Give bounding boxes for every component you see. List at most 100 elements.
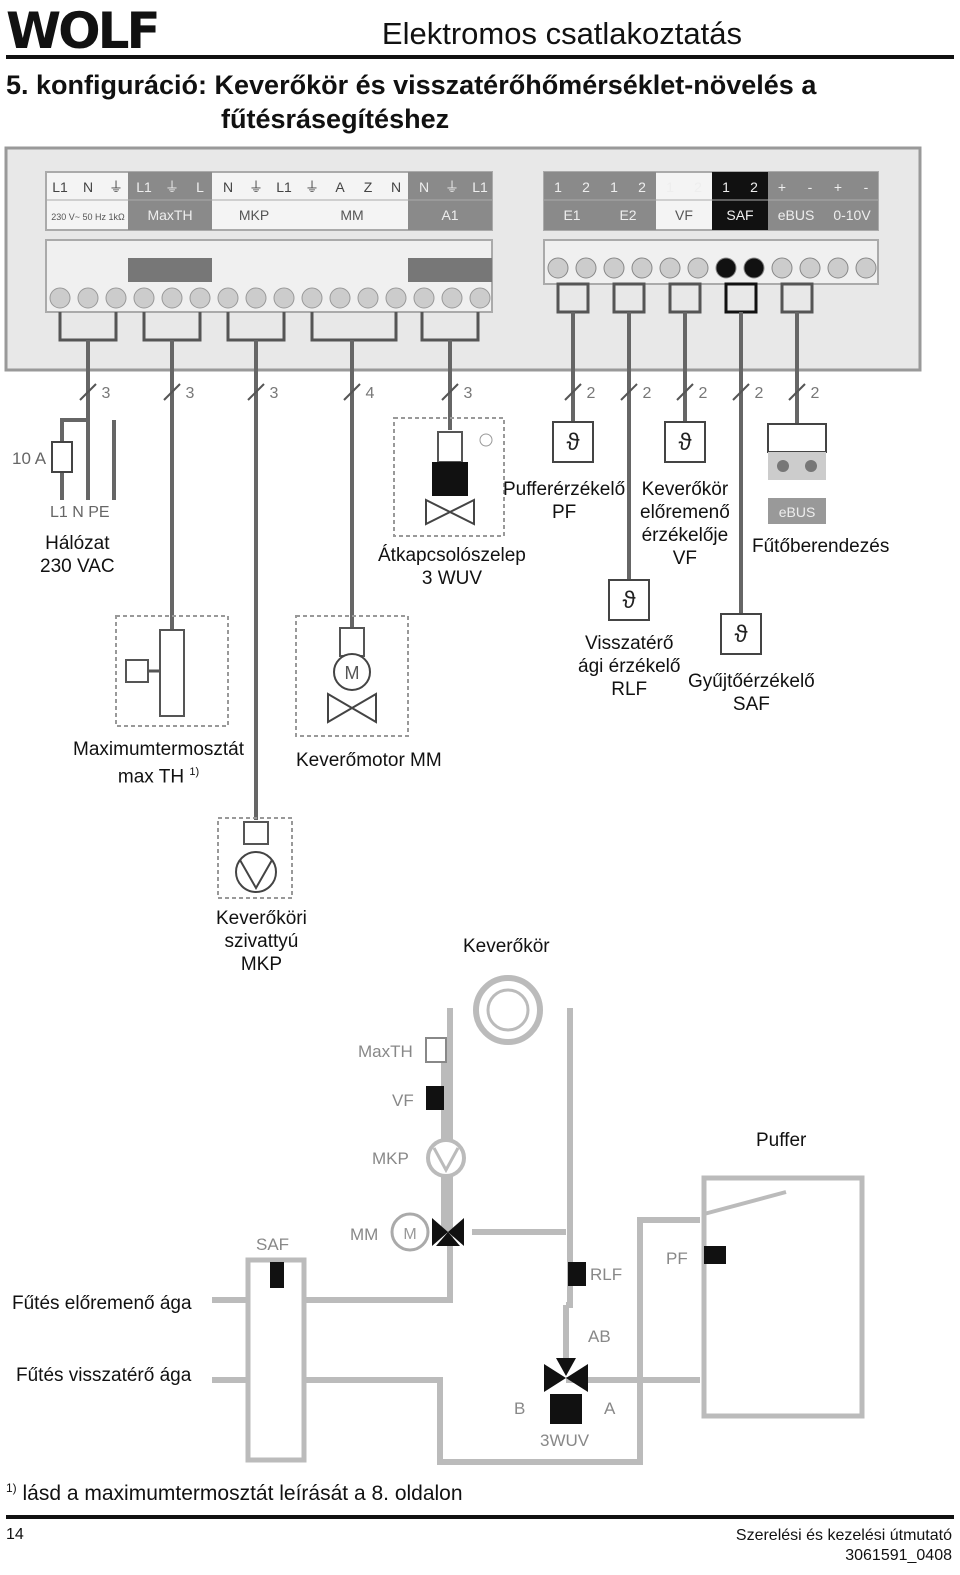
return-pipe-label: Fűtés visszatérő ága <box>16 1365 192 1386</box>
section-title: 5. konfiguráció: Keverőkör és visszatérő… <box>6 68 816 136</box>
valve-label: Átkapcsolószelep 3 WUV <box>378 544 526 590</box>
footnote: 1) lásd a maximumtermosztát leírását a 8… <box>6 1474 463 1508</box>
right-screws <box>547 257 877 279</box>
max-thermostat-label-line1: Maximumtermosztát <box>73 739 245 760</box>
terminal-screw <box>301 287 323 309</box>
max-thermostat-label-line2: max TH <box>117 766 185 788</box>
sensor-terminal-block <box>543 171 879 285</box>
flow-sensor-icon: ϑ <box>664 421 706 463</box>
flow-sensor-label-line3: érzékelője <box>641 525 729 546</box>
pump-label-line1: Keverőköri <box>216 908 307 929</box>
footnote-text: lásd a maximumtermosztát leírását a 8. o… <box>22 1482 463 1505</box>
flow-pipe-label: Fűtés előremenő ága <box>12 1293 192 1314</box>
terminal-screw <box>575 257 597 279</box>
hydraulic-pipes <box>212 1008 700 1465</box>
hyd-saf-label: SAF <box>256 1235 289 1254</box>
terminal-label: 2 <box>694 179 702 195</box>
wire-count-label: 4 <box>366 385 375 402</box>
page-title: Elektromos csatlakoztatás <box>381 16 742 51</box>
vf-sensor <box>426 1086 444 1110</box>
terminal-group-label: 0-10V <box>833 207 871 223</box>
max-thermostat-note: 1) <box>189 766 200 778</box>
svg-text:M: M <box>403 1226 416 1243</box>
wire-count-label: 2 <box>587 385 596 402</box>
svg-text:M: M <box>345 663 360 683</box>
terminal-screw <box>469 287 491 309</box>
mains-label-line1: Hálózat <box>45 533 110 554</box>
page-number: 14 <box>6 1526 24 1543</box>
return-sensor-label-line3: RLF <box>611 679 648 700</box>
wire-count-label: 3 <box>464 385 473 402</box>
mains-label-line2: 230 VAC <box>40 556 115 577</box>
wire-tick <box>620 383 638 401</box>
mixer-valve-icon: M <box>390 1212 464 1252</box>
terminal-screw <box>329 287 351 309</box>
terminal-screw <box>715 257 737 279</box>
wolf-logo: WOLF <box>6 2 161 60</box>
hyd-mkp-label: MKP <box>372 1149 409 1168</box>
terminal-group-label: MKP <box>239 207 269 223</box>
terminal-label: L1 <box>136 179 152 195</box>
terminal-screw <box>49 287 71 309</box>
section-title-line1: 5. konfiguráció: Keverőkör és visszatérő… <box>6 70 817 100</box>
terminal-label: 1 <box>610 179 618 195</box>
terminal-label: 1 <box>666 179 674 195</box>
fuse-label: 10 A <box>12 449 47 468</box>
collector-sensor-label-line2: SAF <box>732 694 770 715</box>
wire-tick <box>163 383 181 401</box>
terminal-group-label: MaxTH <box>147 207 192 223</box>
wire-count-label: 2 <box>643 385 652 402</box>
terminal-screw <box>659 257 681 279</box>
terminal-group-label: eBUS <box>778 207 815 223</box>
left-screws <box>49 287 491 309</box>
terminal-label: - <box>808 179 813 195</box>
header-rule <box>6 55 954 59</box>
hyd-wuv-label: 3WUV <box>540 1431 590 1450</box>
terminal-screw <box>217 287 239 309</box>
hyd-pf-label: PF <box>666 1249 688 1268</box>
terminal-label: 2 <box>638 179 646 195</box>
flow-sensor-label-line4: VF <box>672 548 698 569</box>
wire-count-label: 2 <box>755 385 764 402</box>
terminal-screw <box>413 287 435 309</box>
terminal-label: N <box>223 179 233 195</box>
wire-tick <box>788 383 806 401</box>
terminal-label: ⏚ <box>165 179 179 195</box>
footer-doc-title: Szerelési és kezelési útmutató <box>735 1527 952 1544</box>
buffer-label: Puffer <box>756 1130 807 1151</box>
terminal-label: A <box>335 179 345 195</box>
flow-sensor-label-line1: Keverőkör <box>641 479 729 500</box>
svg-text:ϑ: ϑ <box>734 621 747 648</box>
footer-rule <box>6 1515 954 1519</box>
return-sensor-label-line1: Visszatérő <box>585 633 674 654</box>
return-sensor-icon: ϑ <box>608 579 650 621</box>
circuit-label: Keverőkör <box>463 936 550 957</box>
collector-sensor-icon: ϑ <box>720 613 762 655</box>
collector-sensor-label: Gyűjtőérzékelő SAF <box>688 670 815 716</box>
wire-tick <box>732 383 750 401</box>
terminal-label: ⏚ <box>249 179 263 195</box>
terminal-label: 2 <box>582 179 590 195</box>
wire-count-label: 2 <box>811 385 820 402</box>
collector-tank <box>245 1257 307 1463</box>
return-sensor-label: Visszatérő ági érzékelő RLF <box>578 632 680 701</box>
fuse-icon <box>51 441 73 473</box>
terminal-screw <box>245 287 267 309</box>
heater-bus-icon: eBUS <box>767 423 827 524</box>
terminal-screw <box>77 287 99 309</box>
terminal-label: L <box>196 179 204 195</box>
terminal-group-label: VF <box>675 207 693 223</box>
mixer-motor-icon: M <box>295 615 409 737</box>
hyd-rlf-label: RLF <box>590 1265 622 1284</box>
collector-sensor-label-line1: Gyűjtőérzékelő <box>688 671 815 692</box>
mains-label: Hálózat 230 VAC <box>40 532 115 578</box>
wire-tick <box>564 383 582 401</box>
terminal-screw <box>105 287 127 309</box>
svg-text:ϑ: ϑ <box>622 587 635 614</box>
max-thermostat-icon <box>115 615 229 727</box>
terminal-screw <box>743 257 765 279</box>
hyd-a-label: A <box>604 1399 616 1418</box>
buffer-sensor-icon: ϑ <box>552 421 594 463</box>
